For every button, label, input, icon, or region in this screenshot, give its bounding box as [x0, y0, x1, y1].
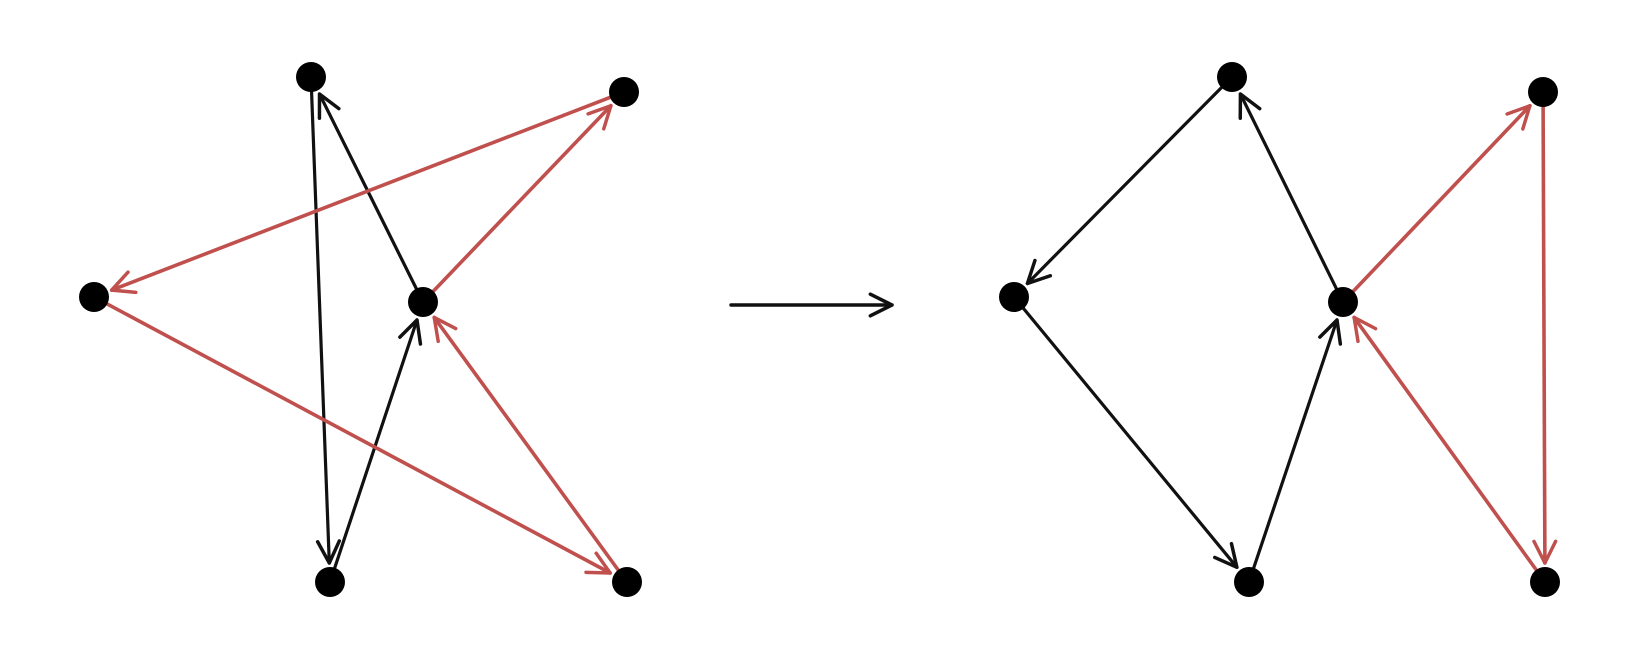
- before-edge-center-to-upper-right: [430, 103, 613, 295]
- before-edge-bottom-to-center: [332, 318, 423, 572]
- before-edge-upper-right-to-left: [109, 94, 614, 295]
- after-node-center: [1328, 287, 1358, 317]
- before-node-lower-right: [612, 567, 642, 597]
- before-node-bottom: [315, 567, 345, 597]
- after-edge-lower-right-to-center: [1352, 315, 1540, 574]
- after-edge-center-to-upper-right: [1350, 104, 1532, 295]
- after-node-lower-right: [1530, 567, 1560, 597]
- after-edge-center-to-top: [1238, 92, 1339, 292]
- before-node-top: [296, 62, 326, 92]
- after-node-left: [999, 282, 1029, 312]
- after-edge-top-to-left: [1025, 84, 1225, 286]
- graph-after: [999, 62, 1560, 597]
- after-node-top: [1217, 62, 1247, 92]
- before-edge-left-to-lower-right: [103, 301, 613, 575]
- after-edge-upper-right-to-lower-right: [1532, 103, 1558, 565]
- before-node-left: [79, 282, 109, 312]
- before-node-center: [408, 287, 438, 317]
- after-edge-left-to-bottom: [1020, 305, 1239, 570]
- before-node-upper-right: [609, 77, 639, 107]
- after-node-upper-right: [1528, 77, 1558, 107]
- before-edge-top-to-bottom: [309, 88, 342, 565]
- before-edge-lower-right-to-center: [432, 315, 622, 574]
- after-node-bottom: [1234, 567, 1264, 597]
- after-edge-bottom-to-center: [1251, 318, 1343, 572]
- graph-before: [79, 62, 642, 597]
